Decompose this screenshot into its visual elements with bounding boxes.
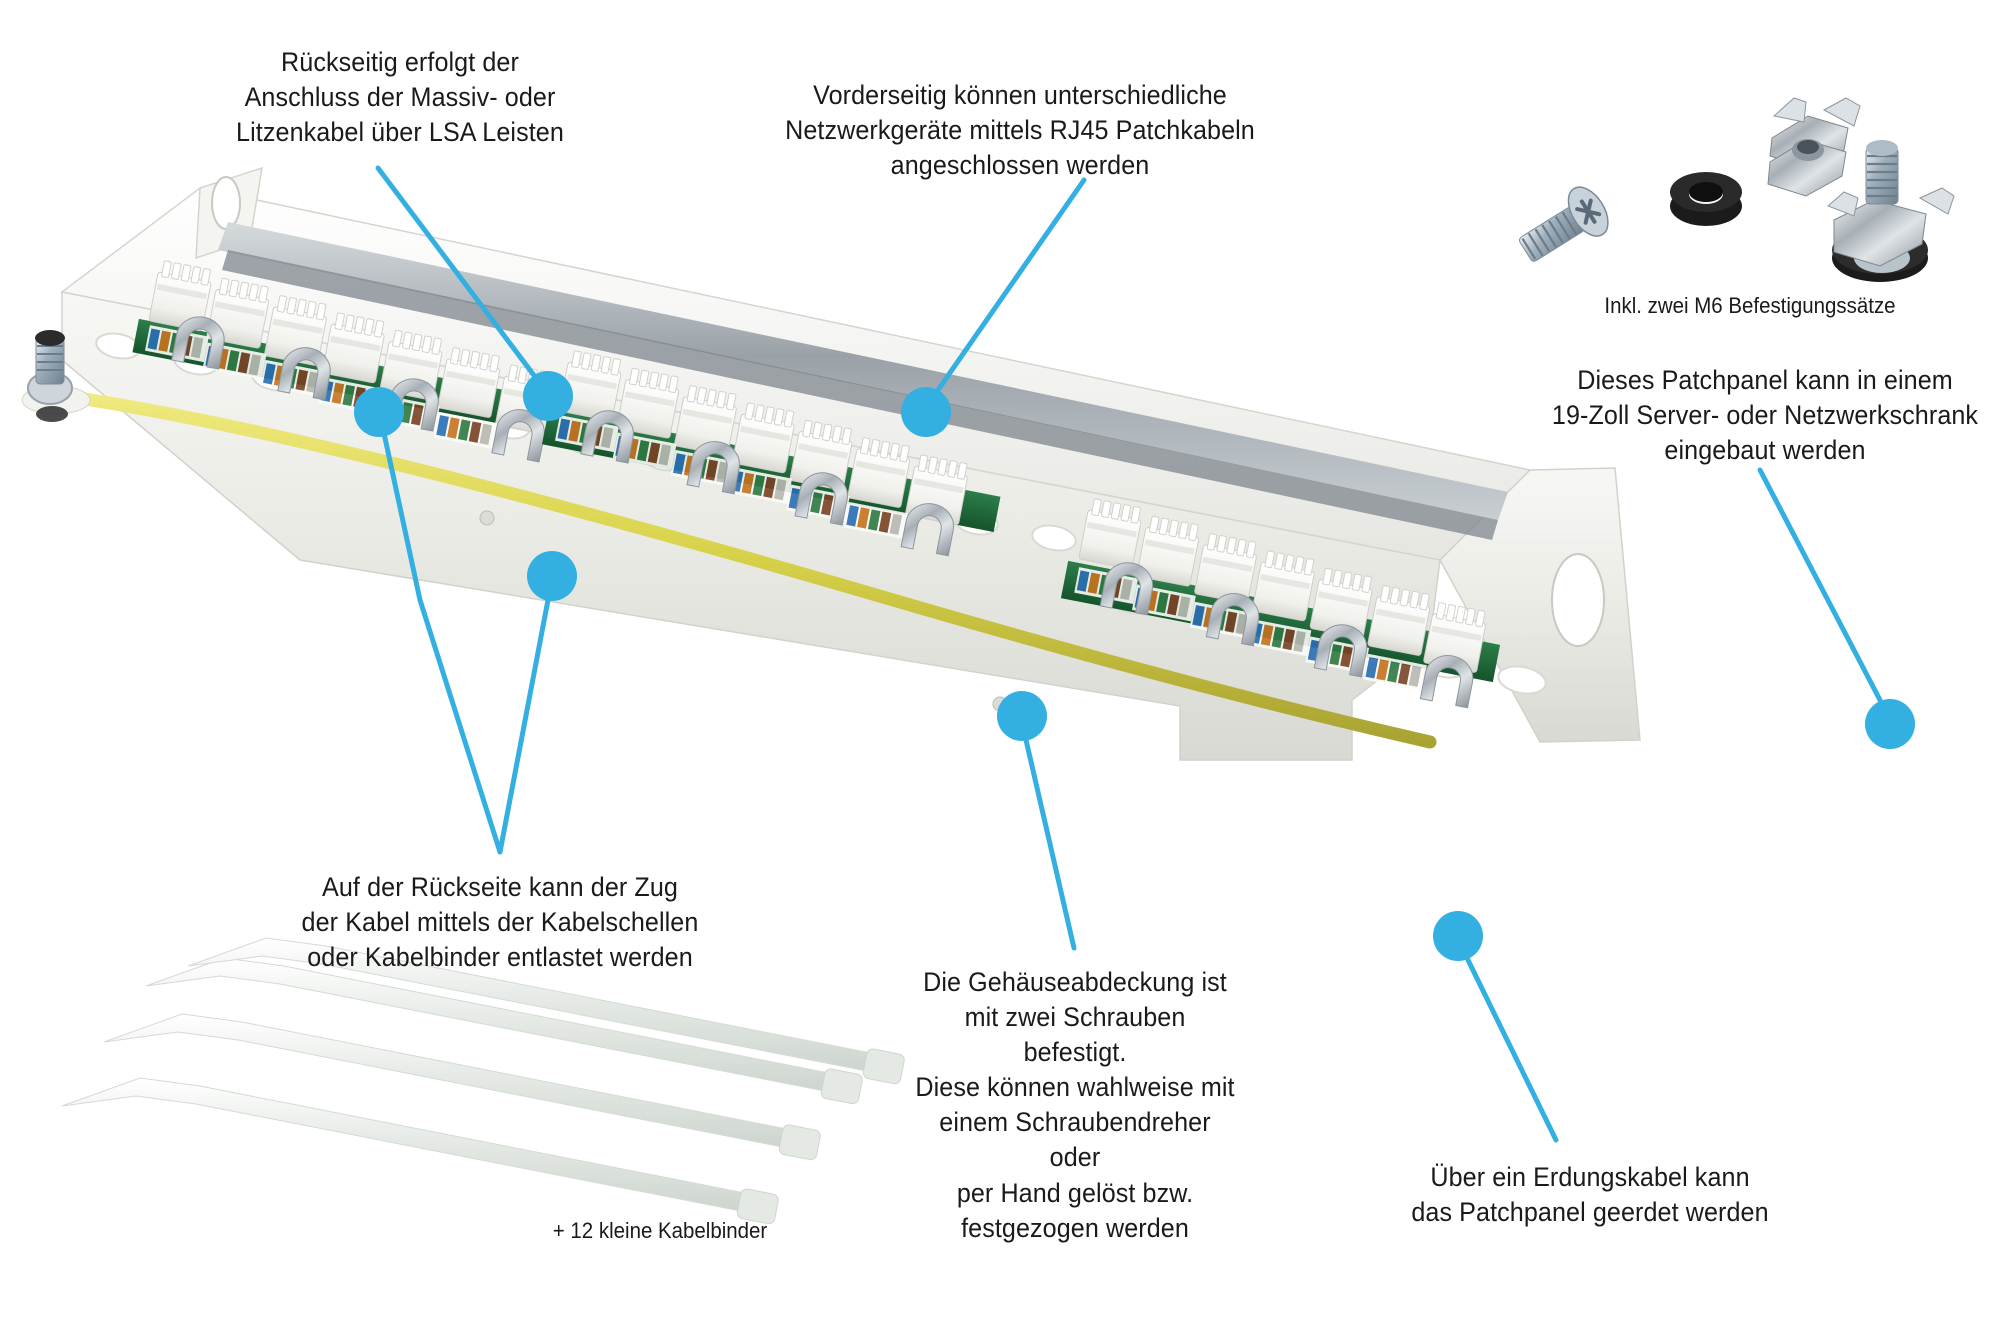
plastic-washer bbox=[1670, 172, 1742, 226]
annotation-grounding: Über ein Erdungskabel kann das Patchpane… bbox=[1411, 1162, 1769, 1228]
annotation-front-rj45: Vorderseitig können unterschiedliche Net… bbox=[785, 80, 1255, 181]
cable-tie bbox=[61, 1077, 779, 1225]
caption-mounting-kit: Inkl. zwei M6 Befestigungssätze bbox=[1604, 293, 1896, 318]
lsa-bank-3 bbox=[1060, 497, 1501, 709]
m6-screw bbox=[1519, 186, 1609, 262]
m6-mounting-hardware bbox=[1519, 97, 1955, 282]
annotation-rack-mount: Dieses Patchpanel kann in einem 19-Zoll … bbox=[1551, 365, 1979, 466]
assembled-cage-nut bbox=[1827, 140, 1955, 282]
lsa-bank-1 bbox=[132, 259, 581, 463]
lsa-bank-2 bbox=[542, 349, 1001, 557]
cage-nut bbox=[1767, 97, 1861, 197]
rear-metal-rail bbox=[218, 222, 1508, 540]
grounding-wire bbox=[71, 391, 1437, 749]
annotation-strain-relief: Auf der Rückseite kann der Zug der Kabel… bbox=[301, 872, 699, 973]
cable-tie bbox=[187, 937, 905, 1085]
cable-tie bbox=[103, 1013, 821, 1161]
caption-cable-ties: + 12 kleine Kabelbinder bbox=[552, 1218, 768, 1243]
ground-screw-terminal bbox=[21, 330, 91, 422]
annotation-rear-lsa: Rückseitig erfolgt der Anschluss der Mas… bbox=[236, 47, 564, 148]
annotation-cover-screws: Die Gehäuseabdeckung ist mit zwei Schrau… bbox=[915, 967, 1235, 1243]
cable-ties bbox=[61, 937, 905, 1225]
